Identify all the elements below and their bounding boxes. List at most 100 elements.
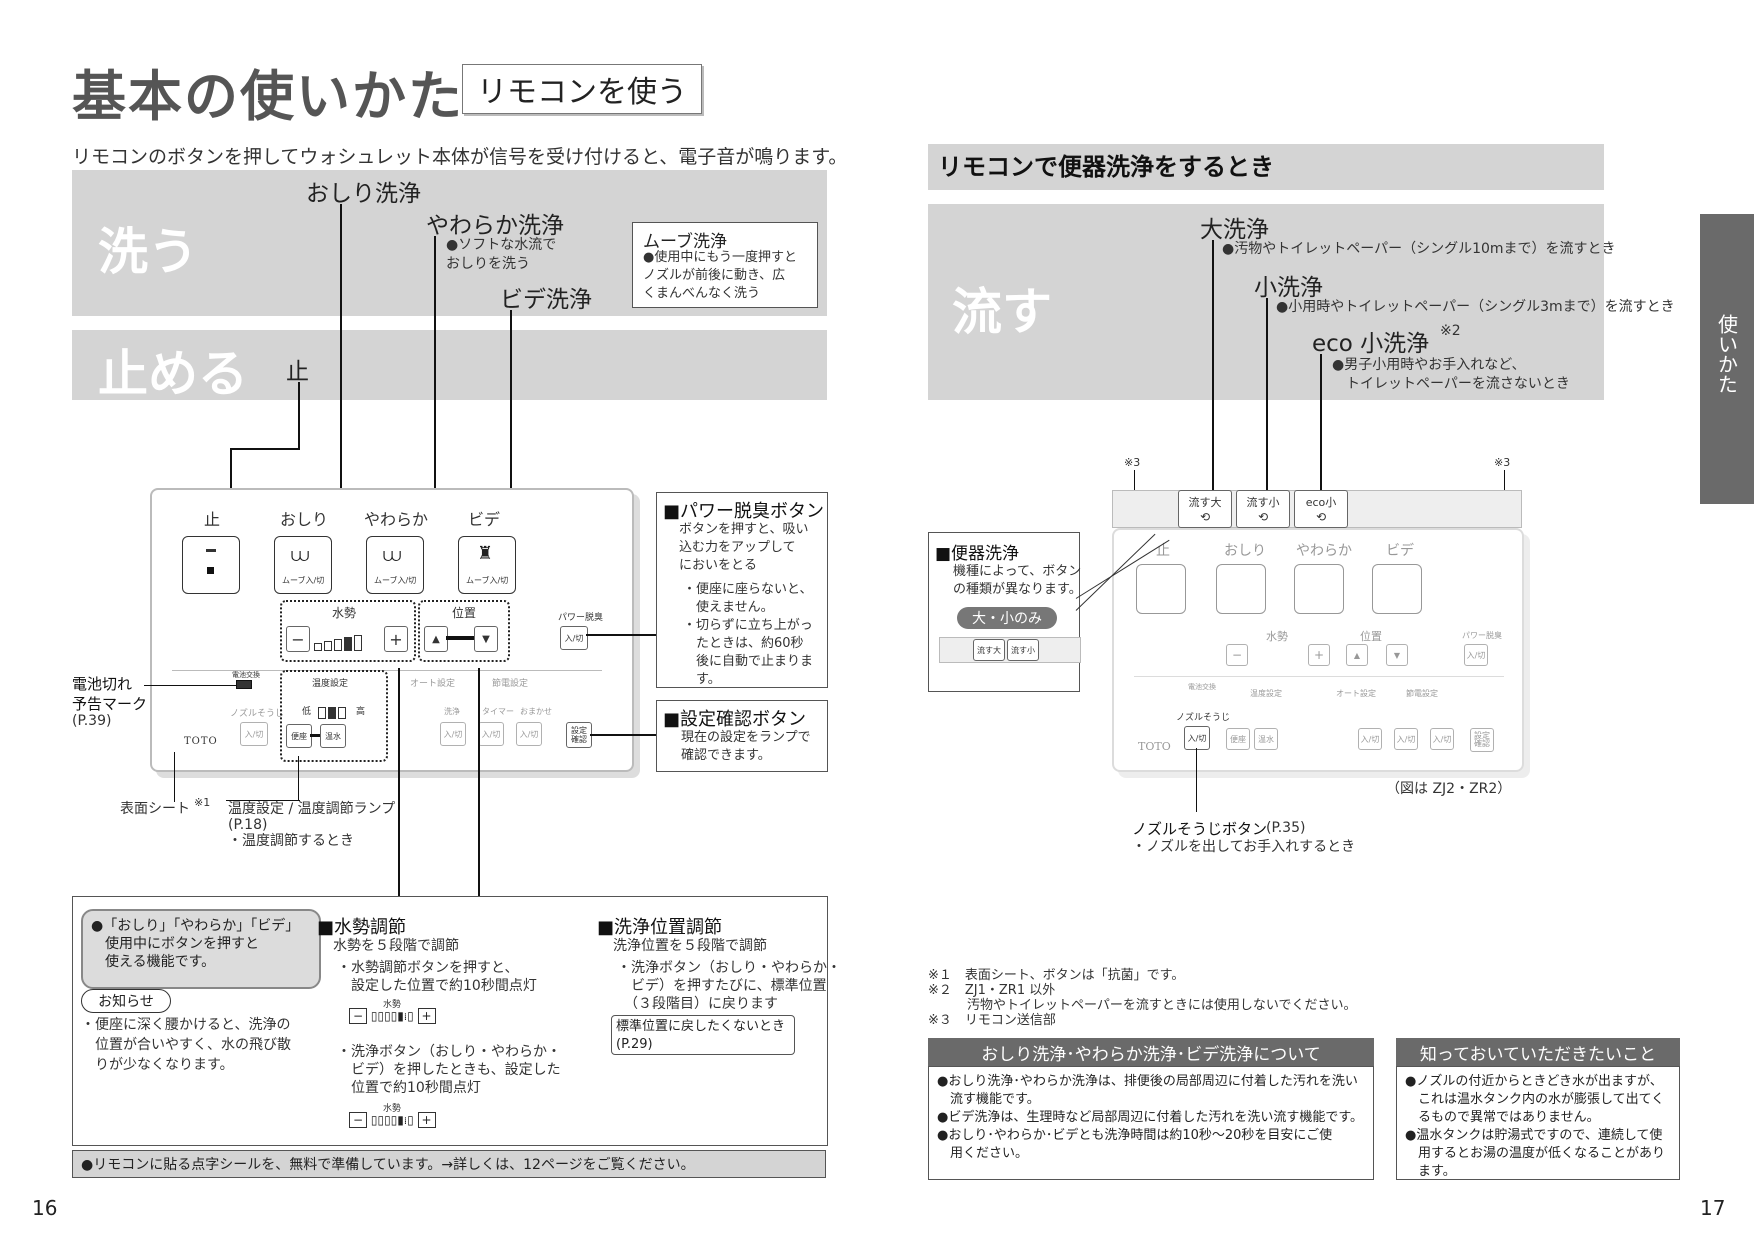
intro-text: リモコンのボタンを押してウォシュレット本体が信号を受け付けると、電子音が鳴ります… — [72, 146, 848, 168]
suisei-mini-scale-1: − ▯▯▯▯▮⁞▯ + — [349, 1008, 436, 1024]
info1-body: ●おしり洗浄･やわらか洗浄は、排便後の局部周辺に付着した汚れを洗い 流す機能です… — [928, 1066, 1374, 1180]
line-confirm — [590, 734, 656, 736]
r-nozzle-button[interactable]: 入/切 — [1184, 726, 1210, 750]
dai-label: 大洗浄 — [1200, 217, 1269, 243]
oshiri-label: おしり洗浄 — [306, 181, 421, 207]
stop-dot-icon — [207, 567, 214, 574]
flush-eco-button[interactable]: eco小 ⟲ — [1294, 490, 1348, 528]
settei-button[interactable]: 設定 確認 — [566, 722, 592, 748]
line-suisei-down — [398, 668, 400, 922]
r-bide-button[interactable] — [1372, 564, 1422, 614]
suisei-minus-button[interactable]: − — [286, 626, 310, 652]
eco-note: ●男子小用時やお手入れなど、 トイレットペーパーを流さないとき — [1332, 357, 1570, 392]
brand-logo: TOTO — [184, 736, 218, 747]
title-tag: リモコンを使う — [462, 64, 702, 114]
suisei-mini-label-1: 水勢 — [383, 1000, 402, 1010]
footnote-3: 汚物やトイレットペーパーを流すときには使用しないでください。 — [928, 998, 1357, 1013]
r-omakase-button[interactable]: 入/切 — [1430, 728, 1454, 750]
r-suisei-plus[interactable]: + — [1308, 644, 1330, 666]
page-number-left: 16 — [32, 1196, 58, 1220]
line-stop — [298, 382, 300, 450]
power-button[interactable]: 入/切 — [560, 626, 588, 650]
nozzle-button[interactable]: 入/切 — [240, 722, 268, 746]
battery-ref: (P.39) — [72, 713, 112, 729]
flush-dai-text: 流す大 — [1188, 496, 1222, 509]
line-temp — [298, 756, 299, 800]
r-onsui-button[interactable]: 温水 — [1254, 728, 1278, 750]
remote-yawaraka-text: やわらか — [364, 510, 429, 529]
r-yawaraka-button[interactable] — [1294, 564, 1344, 614]
oshiri-button[interactable]: ⩊ ムーブ入/切 — [274, 536, 332, 594]
temp-level-icon — [318, 700, 348, 719]
bide-person-icon: ♜ — [477, 543, 494, 564]
temp-bar — [310, 734, 320, 737]
info2-body: ●ノズルの付近からときどき水が出ますが、 これは温水タンク内の水が膨張して出てく… — [1396, 1066, 1680, 1180]
r-auto-label: オート設定 — [1336, 689, 1376, 698]
yawaraka-note: ●ソフトな水流で おしりを洗う — [446, 237, 557, 272]
position-ref-box: 標準位置に戻したくないとき (P.29) — [611, 1015, 795, 1055]
footnote-1: ※１ 表面シート、ボタンは「抗菌」です。 — [928, 968, 1185, 983]
r-battery-text: 電池交換 — [1188, 683, 1216, 691]
r-suisei-label: 水勢 — [1266, 630, 1288, 643]
r-senjo-button[interactable]: 入/切 — [1358, 728, 1382, 750]
power-box-b1: ・便座に座らないと、 使えません。 — [683, 582, 813, 615]
side-tab[interactable]: 使いかた — [1700, 214, 1754, 504]
position-up-button[interactable]: ▲ — [424, 626, 448, 652]
r-suisei-minus[interactable]: − — [1226, 644, 1248, 666]
flush-eco-icon: ⟲ — [1315, 510, 1327, 524]
omakase-button[interactable]: 入/切 — [516, 722, 542, 746]
r-timer-button[interactable]: 入/切 — [1394, 728, 1418, 750]
yawaraka-move-label: ムーブ入/切 — [374, 576, 417, 585]
footnote-4: ※３ リモコン送信部 — [928, 1013, 1056, 1028]
mark3-left: ※3 — [1124, 456, 1141, 469]
benki-box: ■便器洗浄 機種によって、ボタン の種類が異なります。 大・小のみ 流す大 流す… — [928, 532, 1082, 692]
eco-label: eco 小洗浄 — [1312, 331, 1430, 357]
position-down-button[interactable]: ▼ — [474, 626, 498, 652]
oshiri-spray-icon: ⩊ — [291, 545, 310, 566]
bide-button[interactable]: ♜ ムーブ入/切 — [458, 536, 516, 594]
battery-icon — [236, 680, 252, 689]
r-settei-button[interactable]: 設定 確認 — [1470, 728, 1494, 752]
stop-label: 止 — [286, 359, 309, 385]
temp-low: 低 — [302, 707, 312, 717]
onsui-button[interactable]: 温水 — [320, 724, 346, 748]
suisei-title: ■水勢調節 — [317, 917, 407, 938]
r-remote-bide-text: ビデ — [1386, 543, 1414, 559]
oshirase-badge: お知らせ — [81, 989, 171, 1013]
line-dai — [1212, 240, 1214, 490]
confirm-box: ■設定確認ボタン 現在の設定をランプで 確認できます。 — [656, 700, 828, 772]
move-title: ムーブ洗浄 — [643, 232, 727, 252]
dai-note: ●汚物やトイレットペーパー（シングル10mまで）を流すとき — [1222, 241, 1616, 257]
timer-button[interactable]: 入/切 — [478, 722, 504, 746]
position-b1: ・洗浄ボタン（おしり・やわらか・ ビデ）を押すたびに、標準位置 （３段階目）に戻… — [617, 960, 841, 1012]
line-oshiri — [340, 204, 342, 556]
suisei-sub: 水勢を５段階で調節 — [333, 938, 459, 954]
auto-senjo-button[interactable]: 入/切 — [440, 722, 466, 746]
mini-sho-button[interactable]: 流す小 — [1007, 639, 1039, 661]
line-nozzle — [1196, 748, 1197, 812]
surface-mark: ※1 — [194, 796, 211, 809]
bide-label: ビデ洗浄 — [500, 287, 592, 313]
yawaraka-button[interactable]: ⩊ ムーブ入/切 — [366, 536, 424, 594]
r-position-down[interactable]: ▼ — [1386, 644, 1408, 666]
line-mark3-left — [1134, 470, 1135, 506]
temp-callout-label: 温度設定 / 温度調節ランプ — [228, 801, 396, 817]
r-ondo-label: 温度設定 — [1250, 689, 1282, 698]
stop-button[interactable] — [182, 536, 240, 594]
sho-note: ●小用時やトイレットペーパー（シングル3mまで）を流すとき — [1276, 299, 1675, 315]
benza-button[interactable]: 便座 — [286, 724, 312, 748]
page-number-right: 17 — [1700, 1196, 1726, 1220]
band-wash-label: 洗う — [98, 223, 198, 281]
footnote-2: ※２ ZJ1・ZR1 以外 — [928, 983, 1056, 998]
suisei-plus-button[interactable]: + — [384, 626, 408, 652]
position-bar — [446, 636, 474, 640]
footer-note: ●リモコンに貼る点字シールを、無料で準備しています。→詳しくは、12ページをご覧… — [72, 1150, 826, 1178]
r-position-up[interactable]: ▲ — [1346, 644, 1368, 666]
r-power-button[interactable]: 入/切 — [1464, 644, 1488, 666]
flush-dai-button[interactable]: 流す大 ⟲ — [1178, 490, 1232, 528]
flush-sho-button[interactable]: 流す小 ⟲ — [1236, 490, 1290, 528]
r-benza-button[interactable]: 便座 — [1226, 728, 1250, 750]
mini-dai-button[interactable]: 流す大 — [973, 639, 1005, 661]
r-oshiri-button[interactable] — [1216, 564, 1266, 614]
r-stop-button[interactable] — [1136, 564, 1186, 614]
